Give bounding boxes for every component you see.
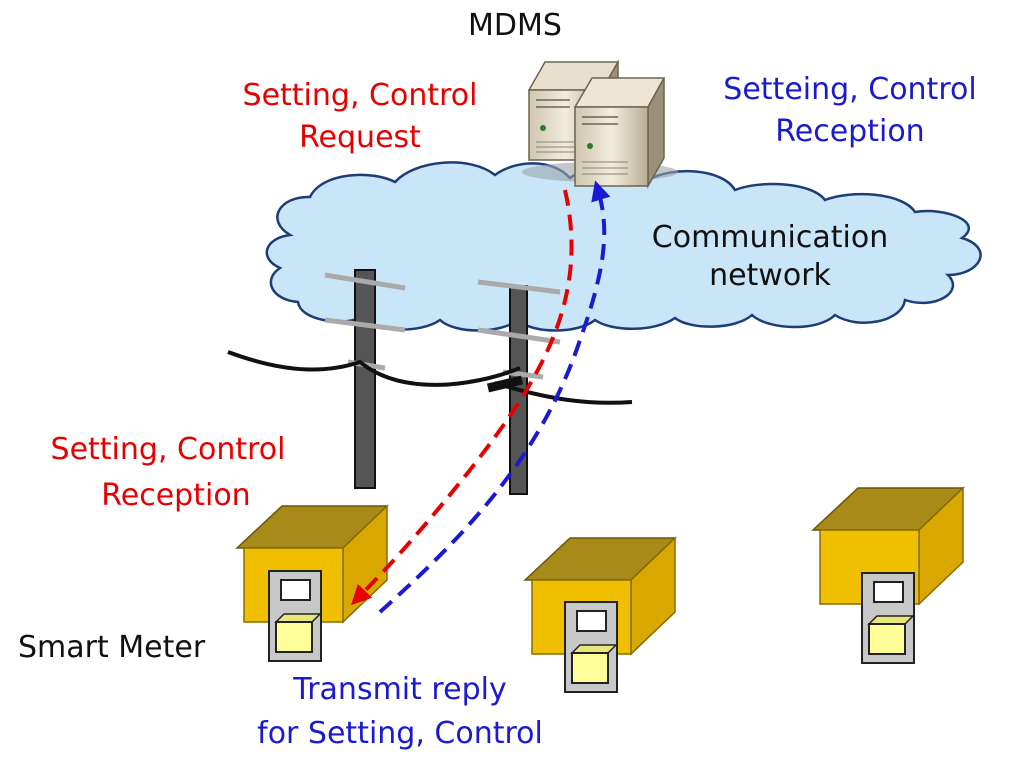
network-label-line1: Communication (651, 220, 889, 255)
mdms-label: MDMS (468, 8, 562, 43)
communication-network-cloud (265, 161, 982, 332)
mdms-server-icon (522, 59, 678, 189)
reply-label: Transmit reply for Setting, Control (220, 672, 580, 752)
network-label: Communication network (600, 220, 940, 294)
smart-meter-3 (861, 572, 915, 664)
network-label-line2: network (709, 258, 831, 293)
mdms-reception-label-line2: Reception (775, 114, 925, 149)
reply-arrow (378, 180, 611, 614)
smart-meter-1 (268, 570, 322, 662)
reply-label-line2: for Setting, Control (257, 716, 543, 751)
request-label-line1: Setting, Control (242, 78, 478, 113)
meter-reception-label-line2: Reception (101, 478, 251, 513)
utility-pole-left (324, 269, 406, 489)
reply-label-line1: Transmit reply (293, 672, 507, 707)
mdms-reception-label: Setteing, Control Reception (690, 72, 1010, 150)
smart-meter-label: Smart Meter (18, 630, 206, 665)
mdms-reception-label-line1: Setteing, Control (723, 72, 977, 107)
power-lines (227, 350, 633, 405)
smart-meter-2 (564, 601, 618, 693)
meter-reception-label-line1: Setting, Control (50, 432, 286, 467)
request-label-line2: Request (299, 120, 421, 155)
meter-reception-label: Setting, Control Reception (8, 432, 328, 514)
request-label: Setting, Control Request (200, 78, 520, 156)
request-arrow (351, 189, 574, 606)
